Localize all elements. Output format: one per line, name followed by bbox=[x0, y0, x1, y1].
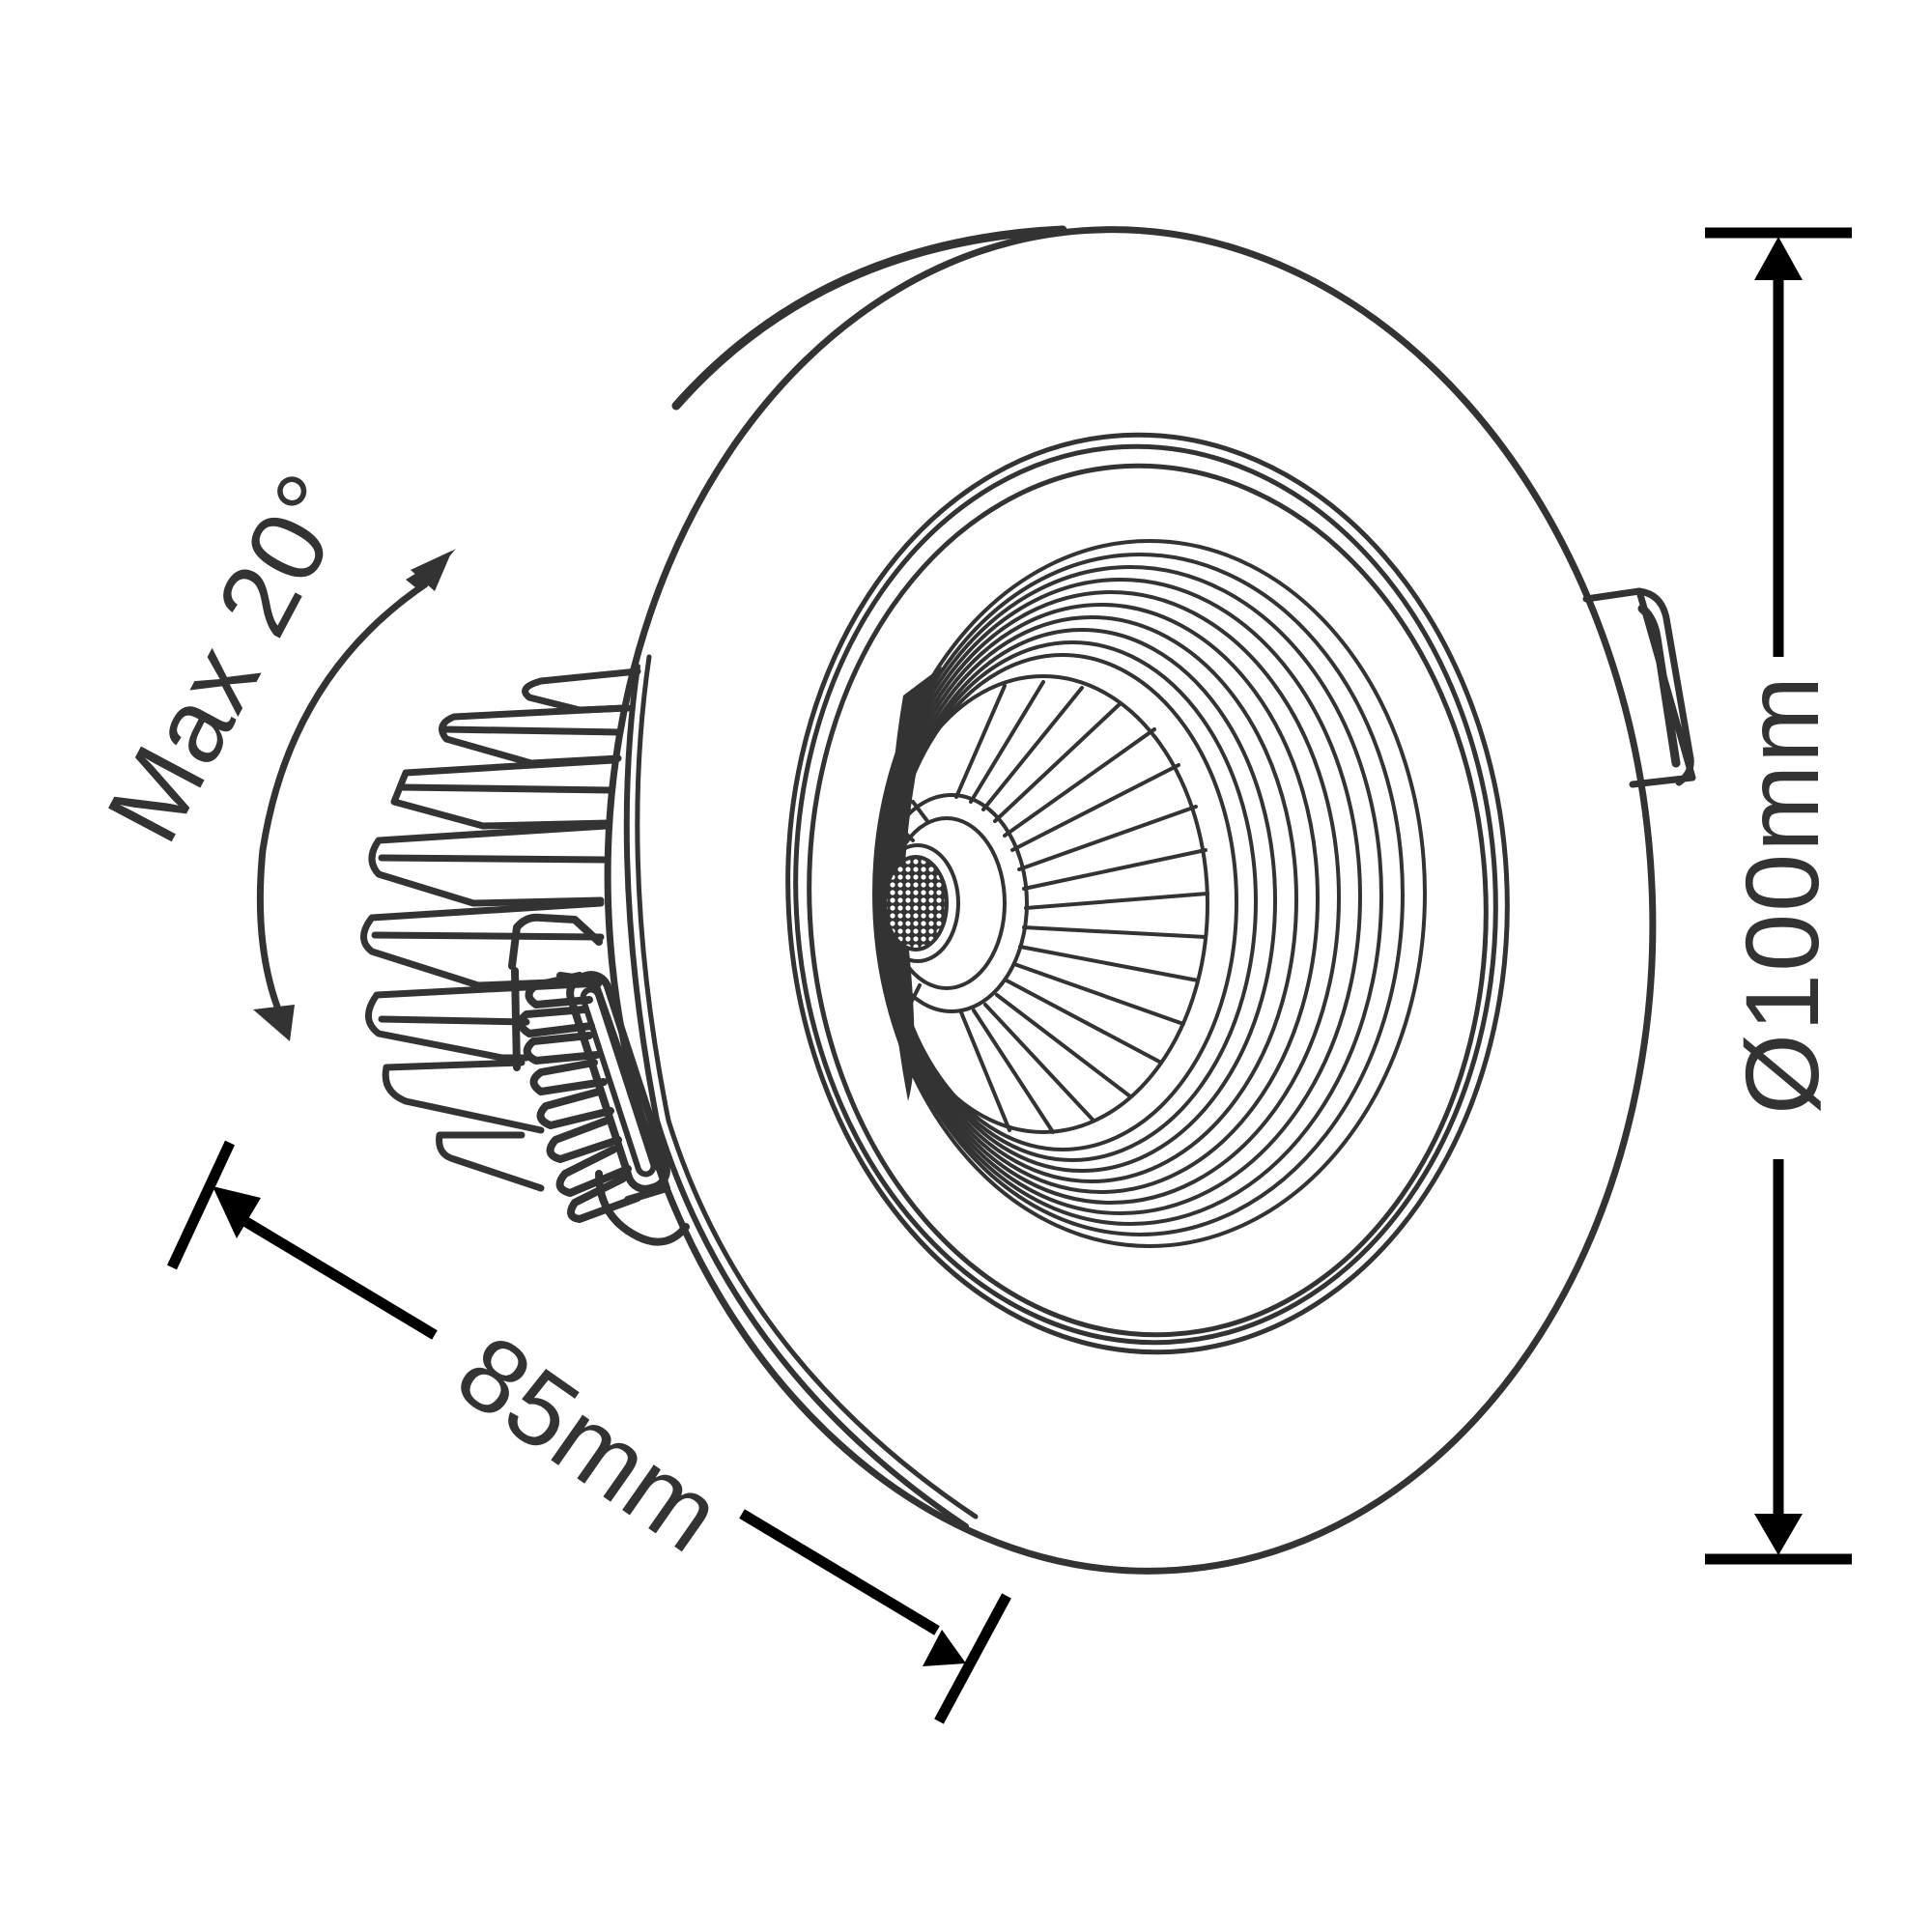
right-spring-clip bbox=[1582, 587, 1696, 788]
tilt-angle-arc bbox=[253, 549, 456, 1041]
diameter-arrow-up-icon bbox=[1754, 237, 1803, 280]
inner-reflector-facets bbox=[874, 674, 1209, 1134]
diameter-arrow-down-icon bbox=[1754, 1514, 1803, 1555]
depth-arrow-right-icon bbox=[923, 1630, 966, 1666]
diameter-dimension bbox=[1705, 227, 1852, 1565]
arc-arrow-down-icon bbox=[253, 1005, 295, 1041]
depth-dimension bbox=[167, 1140, 1011, 1724]
left-spring-clip bbox=[508, 913, 690, 1246]
inner-trim-ring bbox=[785, 432, 1510, 1355]
heat-sink bbox=[360, 668, 641, 1192]
diameter-label: Ø100mm bbox=[1723, 673, 1840, 1115]
depth-arrow-left-icon bbox=[213, 1186, 261, 1238]
cob-led-chip bbox=[875, 843, 960, 963]
outer-bezel bbox=[604, 225, 1657, 1575]
